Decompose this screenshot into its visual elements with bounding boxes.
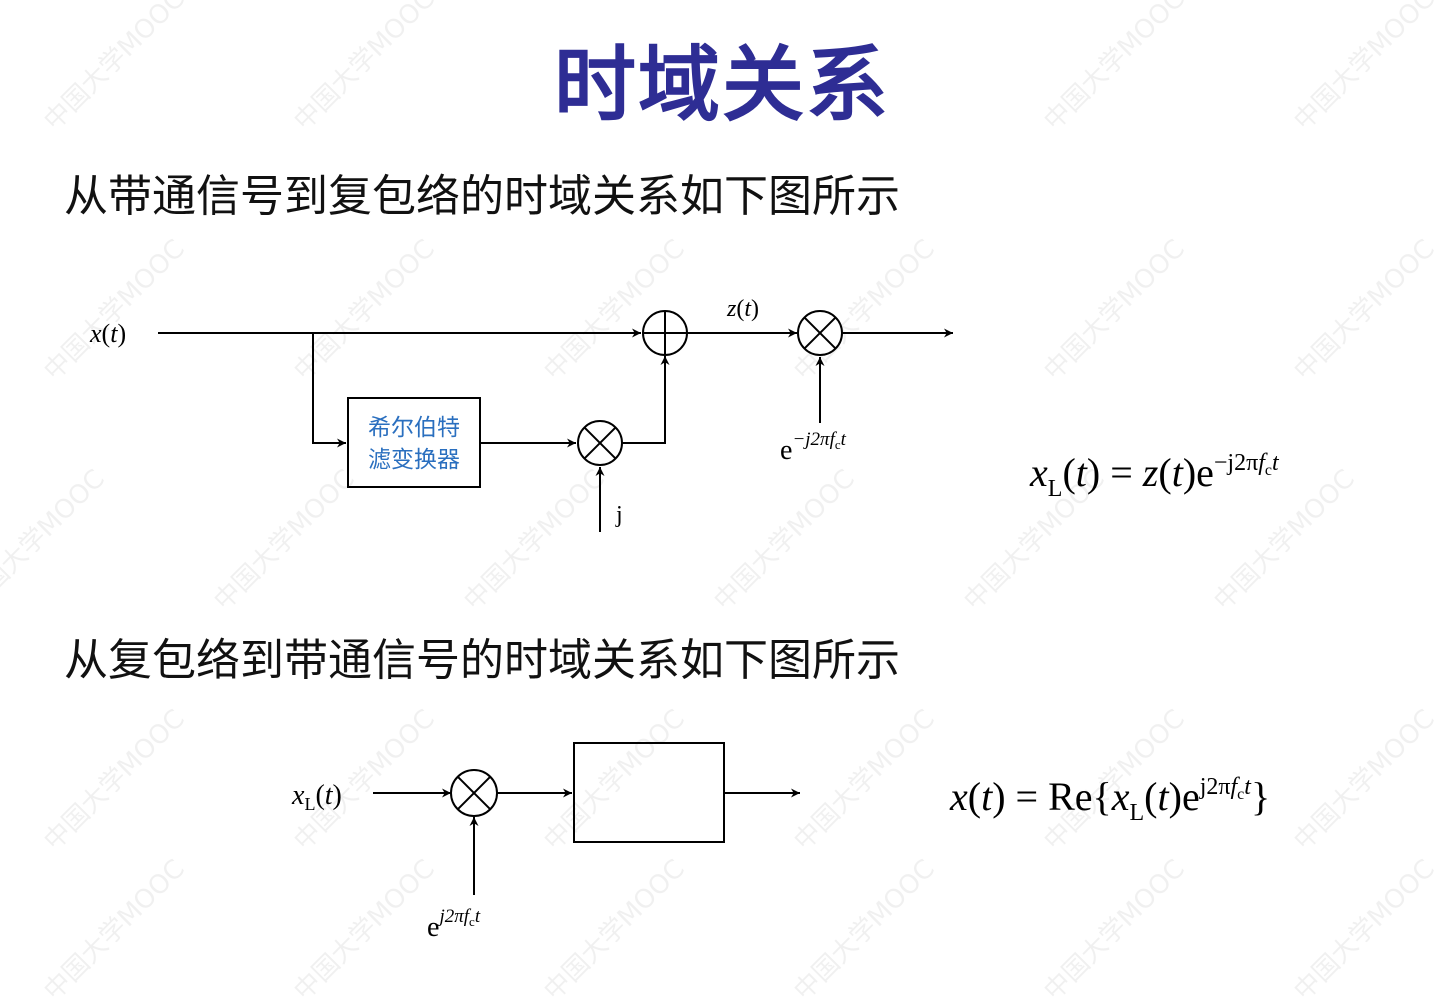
formula-bandpass: x(t) = Re{xL(t)ej2πfct} [949,774,1270,826]
diagram-envelope-to-bandpass: xL(t) ej2πfct x(t) = Re{xL(t)ej2πfct} [291,742,1270,943]
formula-complex-envelope: xL(t) = z(t)e−j2πfct [1029,450,1280,502]
section-heading-envelope-to-bandpass: 从复包络到带通信号的时域关系如下图所示 [64,635,900,686]
multiplier-j [577,420,623,466]
diagram-bandpass-to-envelope: x(t) 希尔伯特 滤变换器 j z(t) [89,296,1280,532]
imag-to-adder-line [622,356,670,444]
branch-line [312,333,346,448]
adder [642,310,688,356]
envelope-input-label: xL(t) [291,780,342,814]
j-label: j [615,502,623,528]
input-signal-label: x(t) [89,319,126,348]
hilbert-block-label-line1: 希尔伯特 [368,415,460,441]
input-x-arg: ( [102,319,111,348]
real-part-block [573,742,725,843]
exp-label-neg: e−j2πfct [780,429,847,466]
z-signal-label: z(t) [726,296,759,322]
exp-label-pos: ej2πfct [427,906,481,943]
multiplier-exp [797,310,843,356]
multiplier-upconvert [450,769,498,817]
section-heading-bandpass-to-envelope: 从带通信号到复包络的时域关系如下图所示 [64,171,900,222]
block-diagrams: x(t) 希尔伯特 滤变换器 j z(t) [89,296,1280,943]
page-title: 时域关系 [553,38,890,133]
input-x: x [89,319,102,348]
hilbert-transformer-block [347,397,481,488]
hilbert-block-label-line2: 滤变换器 [368,447,460,473]
